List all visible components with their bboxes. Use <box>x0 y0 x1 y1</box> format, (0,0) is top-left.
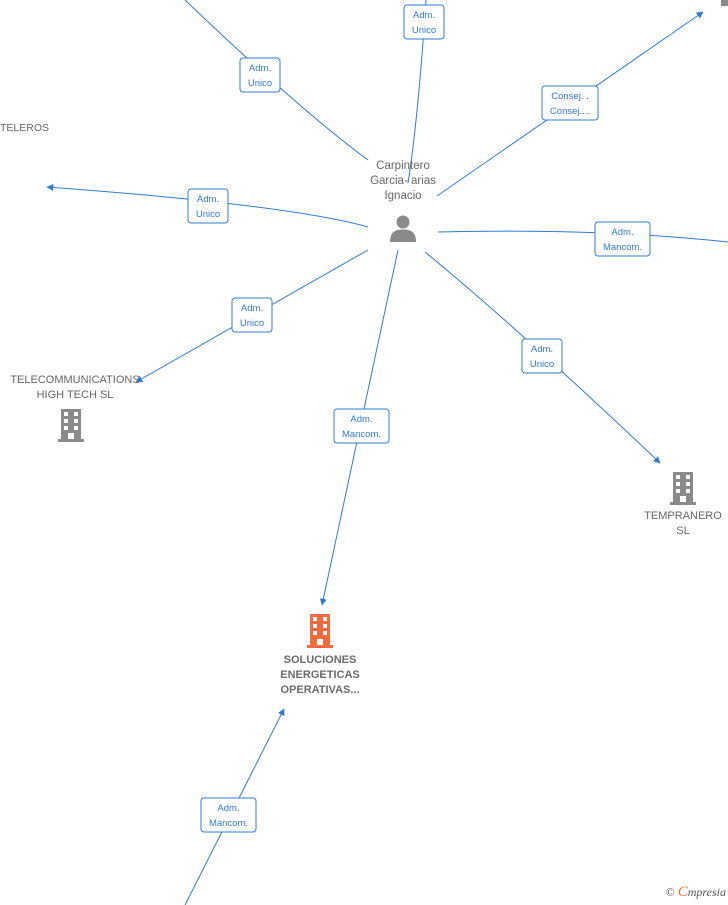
person-icon <box>390 215 416 242</box>
offscreen-building-icon <box>721 0 728 6</box>
edge-right <box>437 230 728 243</box>
edge-label-box <box>333 408 390 444</box>
edge-label-text: Adm. <box>197 194 219 205</box>
edge-label-text: Adm. <box>241 303 263 314</box>
tempranero-company-name: TEMPRANERO SL <box>633 509 728 539</box>
soluciones-company-node[interactable]: SOLUCIONES ENERGETICAS OPERATIVAS... <box>260 613 380 698</box>
edge-label-box <box>541 85 599 121</box>
tempranero-name-line-1: TEMPRANERO <box>644 510 722 522</box>
edge-label-text: Unico <box>196 209 220 220</box>
teleros-name-line-1: TELEROS <box>0 122 50 134</box>
edge-label-box <box>403 4 445 40</box>
edge-label-text: Adm. <box>217 803 239 814</box>
copyright-symbol: © <box>665 885 675 899</box>
brand-initial: C <box>677 884 688 900</box>
edge-label-text: Adm. <box>531 344 553 355</box>
edge-label-text: Adm. <box>249 63 271 74</box>
edge-label-text: Mancom. <box>342 429 381 440</box>
center-person-node[interactable]: Carpintero Garcia- arias Ignacio <box>353 159 453 243</box>
edge-label-top-right[interactable]: Consej. . Consej.... <box>541 85 599 121</box>
edge-label-text: Mancom. <box>603 242 642 253</box>
telecom-name-line-2: HIGH TECH SL <box>36 389 114 401</box>
edge-label-box <box>594 221 651 257</box>
edge-label-soluciones[interactable]: Adm. Mancom. <box>333 408 390 444</box>
soluciones-name-line-2: ENERGETICAS <box>280 669 360 681</box>
edge-label-bottom[interactable]: Adm. Mancom. <box>200 797 257 833</box>
edge-label-text: Unico <box>248 78 272 89</box>
soluciones-name-line-1: SOLUCIONES <box>283 654 357 666</box>
edge-label-box <box>521 338 563 374</box>
teleros-company-node[interactable]: TELEROS <box>0 121 49 136</box>
edge-label-box <box>187 188 229 224</box>
tempranero-name-line-2: SL <box>676 525 690 537</box>
building-icon <box>670 472 696 505</box>
edge-label-left[interactable]: Adm. Unico <box>187 188 229 224</box>
soluciones-name-line-3: OPERATIVAS... <box>280 684 360 696</box>
edge-label-telecom[interactable]: Adm. Unico <box>231 297 273 333</box>
tempranero-company-node[interactable]: TEMPRANERO SL <box>633 471 728 539</box>
brand-credit: © Cmpresia <box>666 884 726 901</box>
brand-name: mpresia <box>687 885 726 899</box>
edge-label-box <box>239 57 281 93</box>
edge-label-box <box>231 297 273 333</box>
edge-label-text: Adm. <box>350 414 372 425</box>
edge-top-left <box>184 0 369 161</box>
edge-label-tempranero[interactable]: Adm. Unico <box>521 338 563 374</box>
edge-label-text: Unico <box>412 25 436 36</box>
edge-label-right[interactable]: Adm. Mancom. <box>594 221 651 257</box>
soluciones-company-name: SOLUCIONES ENERGETICAS OPERATIVAS... <box>260 653 380 698</box>
telecom-name-line-1: TELECOMMUNICATIONS <box>10 374 140 386</box>
edge-label-top[interactable]: Adm. Unico <box>403 4 445 40</box>
edge-label-box <box>200 797 257 833</box>
building-icon <box>307 614 333 648</box>
center-name-line-3: Ignacio <box>384 190 422 202</box>
telecom-company-name: TELECOMMUNICATIONS HIGH TECH SL <box>5 373 145 403</box>
edge-label-text: Adm. <box>611 227 633 238</box>
edge-label-text: Adm. <box>413 10 435 21</box>
edge-label-top-left[interactable]: Adm. Unico <box>239 57 281 93</box>
edge-label-text: Unico <box>530 359 554 370</box>
edge-label-text: Unico <box>240 318 264 329</box>
edge-left <box>46 183 369 228</box>
edge-label-text: Consej. . <box>551 91 589 102</box>
center-person-name: Carpintero Garcia- arias Ignacio <box>353 159 453 204</box>
edge-label-text: Consej.... <box>550 106 590 117</box>
center-name-line-2: Garcia- arias <box>370 175 436 187</box>
center-name-line-1: Carpintero <box>376 160 430 172</box>
teleros-company-name: TELEROS <box>0 121 49 136</box>
telecom-company-node[interactable]: TELECOMMUNICATIONS HIGH TECH SL <box>5 373 145 442</box>
building-icon <box>58 409 84 442</box>
edge-label-text: Mancom. <box>209 818 248 829</box>
